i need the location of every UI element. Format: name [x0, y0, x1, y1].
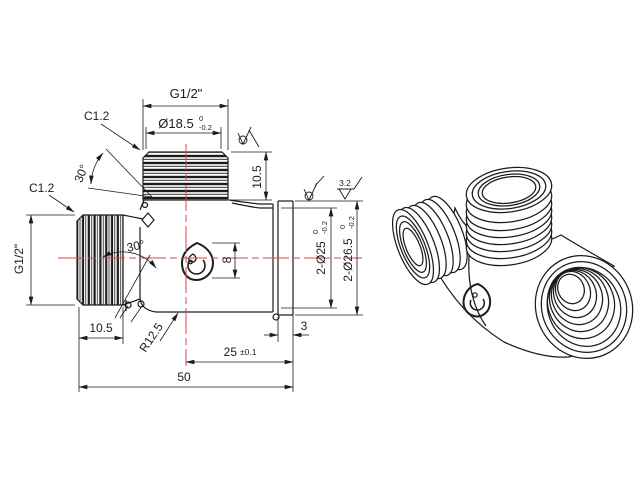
dim-angle-mid: 30° [125, 237, 146, 255]
roughness-symbol-top-icon [237, 126, 260, 148]
iso-female-port [534, 255, 634, 359]
dim-top-diameter: Ø18.5 [158, 116, 193, 131]
dim-angle-top: 30° [71, 162, 91, 184]
dim-logo-height: 8 [220, 256, 234, 263]
dim-port-center: 25 [224, 345, 238, 359]
roughness-symbol-body-icon [303, 175, 325, 202]
dim-overall-length: 50 [177, 370, 191, 384]
chamfer-facet [141, 212, 155, 228]
iso-top-port [465, 166, 553, 267]
dim-outer-tol-upper: 0 [338, 225, 347, 229]
dim-bore-tol-lower: -0.2 [320, 221, 329, 234]
teardrop-logo [180, 241, 215, 282]
dim-top-dia-tol-lower: -0.2 [199, 123, 212, 132]
dim-bore-tol-upper: 0 [311, 230, 320, 234]
iso-teardrop-logo [462, 282, 492, 318]
dimension-lines [26, 99, 363, 392]
dimension-texts: G1/2" Ø18.5 0 -0.2 C1.2 30° 10.5 C1.2 G1… [12, 86, 356, 384]
left-thread [76, 214, 124, 306]
dim-chamfer-left: C1.2 [29, 181, 55, 195]
dim-port-center-tol: ±0.1 [240, 347, 257, 357]
dim-outer-diameter: 2-Ø26.5 [341, 238, 355, 282]
dim-outer-tol-lower: -0.2 [347, 216, 356, 229]
dim-top-length: 10.5 [250, 165, 264, 189]
isometric-view [391, 166, 634, 359]
dim-left-length: 10.5 [89, 321, 113, 335]
roughness-symbol-32-icon [337, 176, 363, 200]
iso-left-port [391, 195, 468, 286]
fitting-body-outline [122, 199, 294, 321]
dim-chamfer-top: C1.2 [84, 109, 110, 123]
dim-bore-group: 2-Ø25 0 -0.2 [311, 221, 329, 275]
dim-top-thread-label: G1/2" [170, 86, 203, 101]
dim-corner-radius: R12.5 [136, 320, 166, 355]
dim-left-thread-label: G1/2" [12, 244, 26, 274]
dim-roughness-value: 3.2 [339, 178, 351, 188]
surface-finish-symbols [237, 126, 363, 202]
dim-flange-width: 3 [301, 319, 308, 333]
orthographic-view: G1/2" Ø18.5 0 -0.2 C1.2 30° 10.5 C1.2 G1… [12, 86, 363, 392]
dim-top-dia-tol-upper: 0 [199, 114, 203, 123]
dim-bore-diameter: 2-Ø25 [314, 241, 328, 275]
dim-outer-group: 2-Ø26.5 0 -0.2 [338, 216, 356, 282]
